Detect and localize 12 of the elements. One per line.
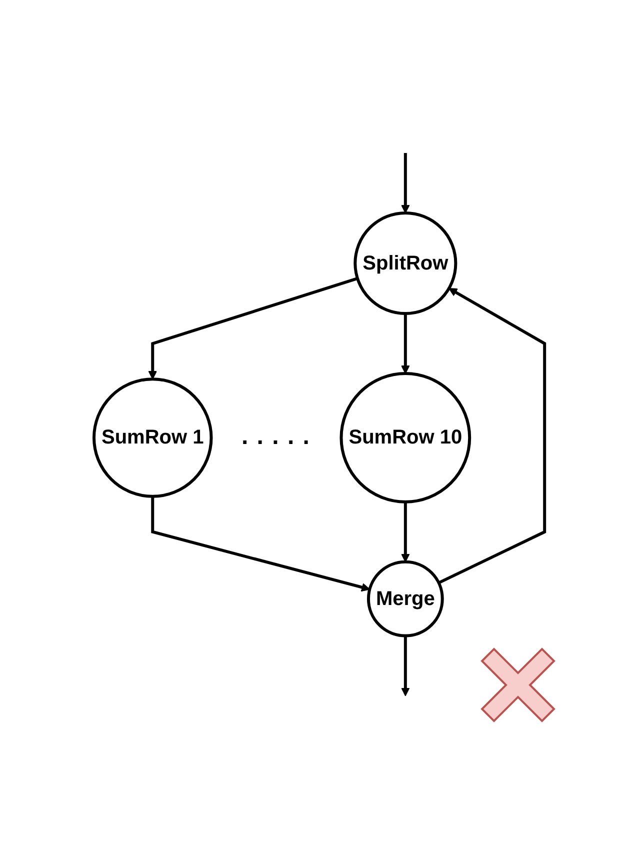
arrow: [148, 276, 358, 380]
node-circle: SumRow 1: [92, 377, 212, 498]
node-circle: SplitRow: [353, 211, 457, 315]
arrow: [400, 152, 410, 213]
arrow: [150, 496, 370, 592]
node-circle: Merge: [366, 560, 444, 637]
ellipsis-text: . . . . .: [241, 423, 310, 452]
arrow: [438, 288, 546, 584]
arrow: [400, 635, 410, 696]
arrow: [400, 502, 410, 562]
node-circle: SumRow 10: [339, 372, 471, 503]
arrow: [400, 313, 410, 374]
